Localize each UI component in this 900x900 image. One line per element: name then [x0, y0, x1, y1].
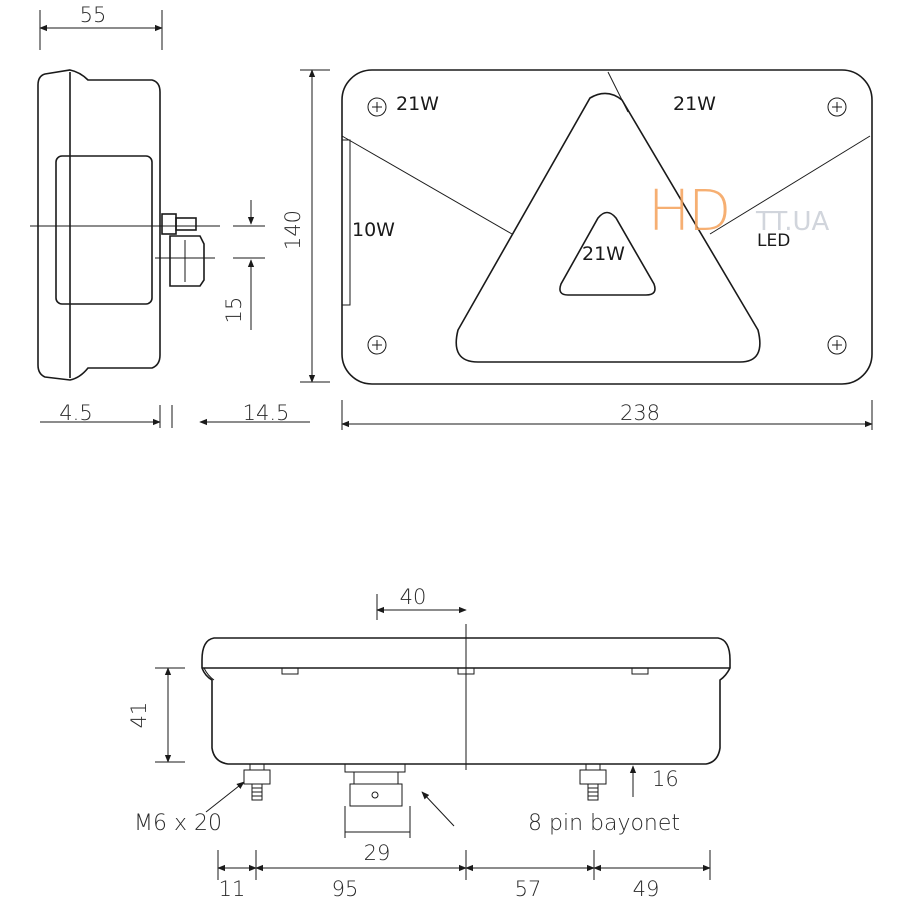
side-view: 55 15 140 4.5 14.5: [30, 3, 330, 428]
dim-chain-2: 95: [332, 877, 359, 900]
dim-front-width: 238: [620, 401, 660, 425]
dim-side-width: 55: [80, 3, 107, 27]
bayonet-connector: [344, 764, 406, 807]
dim-connector-depth: 14.5: [243, 401, 290, 425]
dim-bottom-height: 41: [127, 702, 151, 729]
dim-left-margin: 4.5: [59, 401, 92, 425]
lamp-center-label: 21W: [582, 243, 625, 265]
lamp-right-label: LED: [757, 231, 790, 251]
watermark-logo: HD TT.UA: [648, 179, 830, 244]
dim-connector-offset: 15: [222, 297, 246, 324]
bottom-view: 40 41 16 M6 x 20 8 pin bayonet 29 11 95 …: [127, 585, 731, 900]
lamp-left-label: 10W: [352, 219, 395, 241]
screw-icon: [367, 97, 847, 355]
front-view: 21W 21W 10W 21W LED HD TT.UA 238: [341, 69, 873, 430]
dim-chain-1: 11: [219, 877, 246, 900]
dim-center-offset: 40: [400, 585, 427, 609]
dim-stud-height: 16: [652, 767, 679, 791]
watermark-brand: HD: [648, 179, 729, 244]
lamp-top-left-label: 21W: [396, 93, 439, 115]
lamp-top-right-label: 21W: [673, 93, 716, 115]
dim-chain-4: 49: [633, 877, 660, 900]
connector-callout: 8 pin bayonet: [528, 811, 680, 836]
dim-side-height: 140: [281, 210, 305, 250]
dim-chain-3: 57: [515, 877, 542, 900]
bolt-callout: M6 x 20: [134, 811, 222, 836]
bolt-icon: [243, 763, 607, 801]
dim-connector-width: 29: [364, 841, 391, 865]
watermark-suffix: TT.UA: [755, 207, 830, 237]
